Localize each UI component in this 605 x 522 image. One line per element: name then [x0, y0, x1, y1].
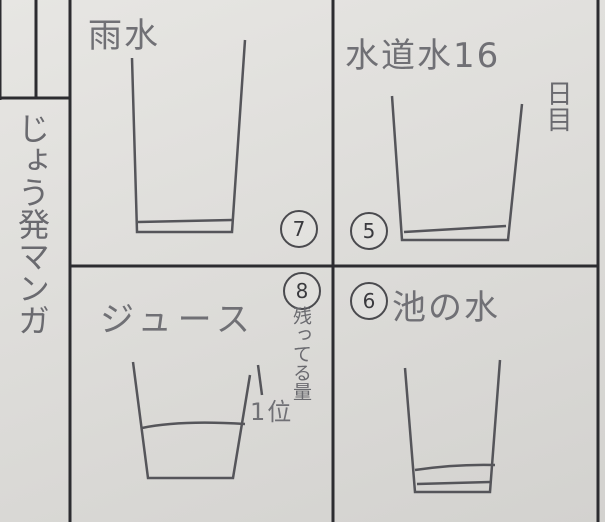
cup-tap-water — [390, 95, 524, 242]
panel-3-number: 8 — [283, 272, 321, 310]
panel-3-caption: 1位 — [250, 398, 294, 426]
panel-2-side-note: 日目 — [542, 80, 572, 132]
panel-2-number: 5 — [350, 212, 388, 250]
juice-marker-line — [256, 364, 264, 396]
cup-rain-water — [130, 39, 247, 234]
panel-3-title: ジュース — [100, 300, 256, 340]
panel-4-title: 池の水 — [392, 288, 500, 328]
panel-1-title: 雨水 — [88, 16, 160, 56]
sidebar-title: じょう発マンガ — [13, 112, 51, 336]
panel-1-number: 7 — [280, 210, 318, 248]
panel-4-number: 6 — [350, 282, 388, 320]
panel-3-side-note: 残ってる量 — [290, 306, 312, 401]
cup-pond-water — [403, 359, 502, 494]
cup-juice — [131, 361, 252, 480]
panel-2-title: 水道水16 — [345, 36, 501, 76]
